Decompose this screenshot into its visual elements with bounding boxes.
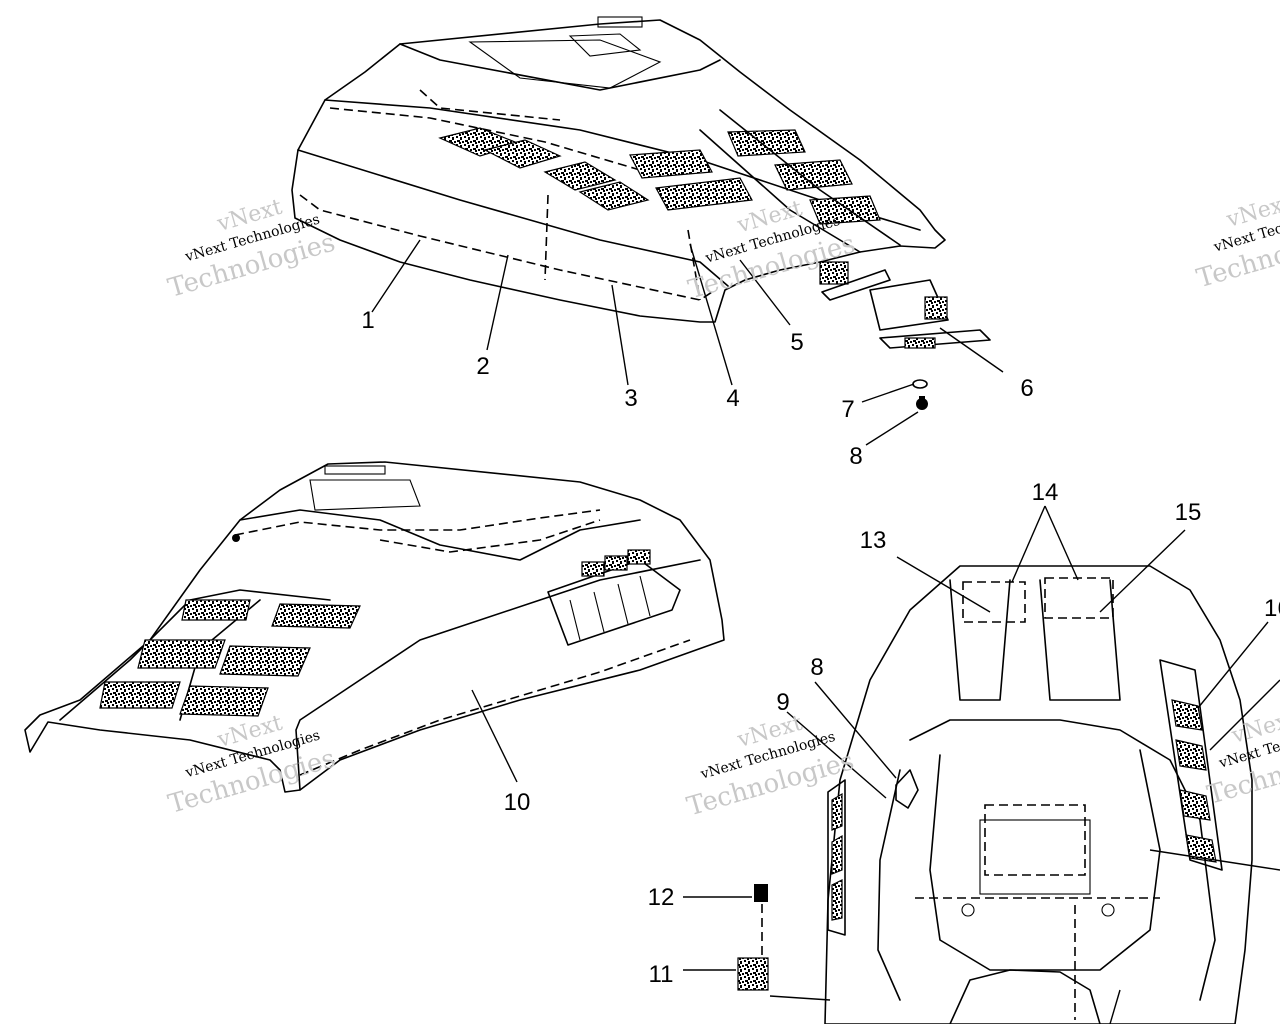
- callout-15: 15: [1175, 499, 1202, 526]
- callout-6: 6: [1020, 375, 1033, 402]
- hood-side-view: [291, 16, 1004, 446]
- callout-8-bottom: 8: [810, 654, 823, 681]
- callout-16: 16: [1264, 595, 1280, 622]
- watermark-6: vNext vNext Technologies Technologies: [1204, 707, 1280, 811]
- callout-12: 12: [648, 884, 675, 911]
- callout-9: 9: [776, 689, 789, 716]
- callout-14: 14: [1032, 479, 1059, 506]
- callout-11: 11: [649, 961, 674, 988]
- callout-13: 13: [860, 527, 887, 554]
- callout-10: 10: [504, 789, 531, 816]
- watermark-3: vNext vNext Technologies Technologies: [1193, 191, 1280, 295]
- callout-8-top: 8: [849, 443, 862, 470]
- callout-7: 7: [841, 396, 854, 423]
- hood-top-view: [683, 505, 1280, 1025]
- hood-front-view: [24, 461, 725, 793]
- watermark-5: vNext vNext Technologies Technologies: [684, 711, 858, 823]
- callout-1: 1: [361, 307, 374, 334]
- callout-3: 3: [624, 385, 637, 412]
- callout-5: 5: [790, 329, 803, 356]
- callout-labels: 1 2 3 4 5 6 7 8 10 13 14 15 16 8 9 12 11: [361, 307, 1280, 988]
- callout-4: 4: [726, 385, 739, 412]
- watermark-1: vNext vNext Technologies Technologies: [165, 195, 339, 304]
- callout-2: 2: [476, 353, 489, 380]
